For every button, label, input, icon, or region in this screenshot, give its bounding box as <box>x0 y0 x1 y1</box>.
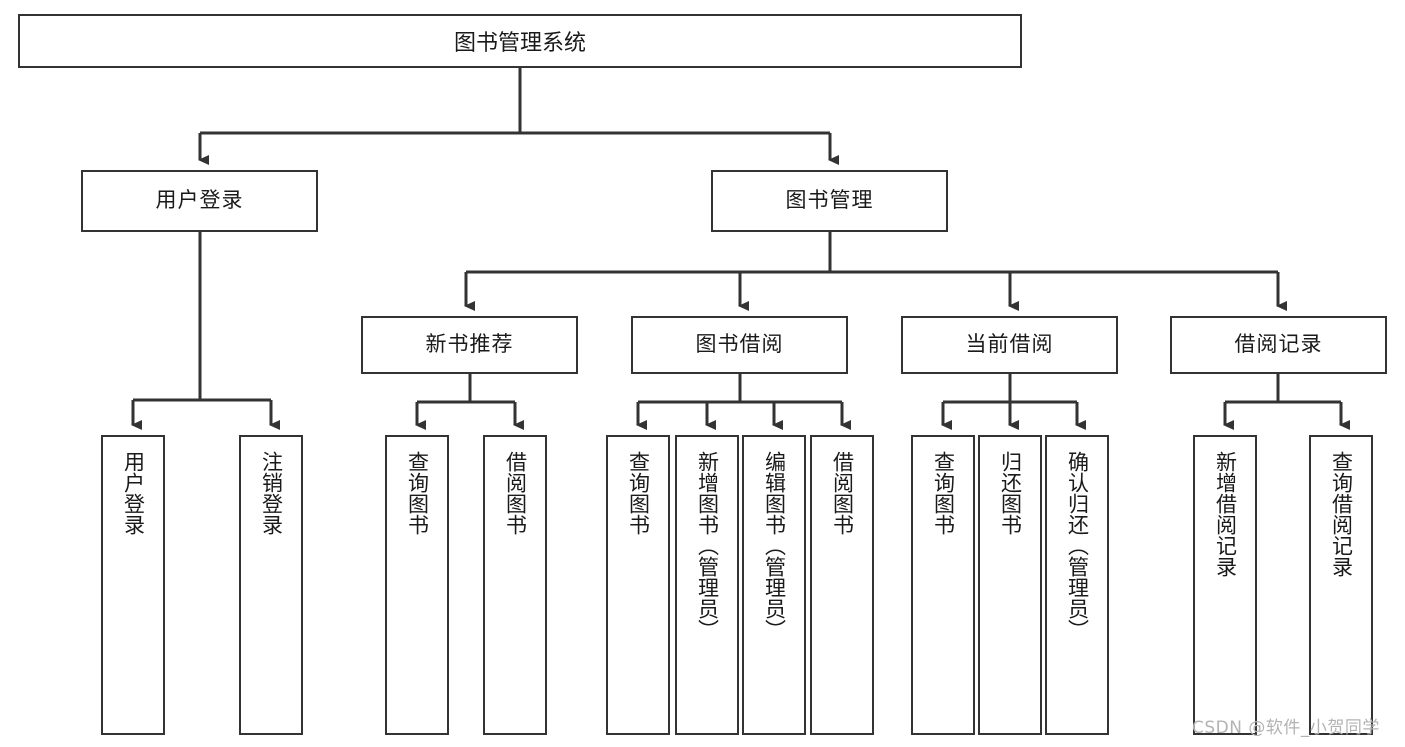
node-user-login[interactable]: 用户登录 <box>81 170 318 232</box>
node-label: 借阅记录 <box>1234 332 1323 357</box>
leaf-query-book-recommend[interactable]: 查询图书 <box>385 435 449 735</box>
node-new-book-recommend[interactable]: 新书推荐 <box>361 316 578 374</box>
csdn-watermark: CSDN @软件_小贺同学 <box>1192 718 1380 738</box>
leaf-return-book[interactable]: 归还图书 <box>978 435 1042 735</box>
leaf-borrow-book[interactable]: 借阅图书 <box>810 435 874 735</box>
node-root-system[interactable]: 图书管理系统 <box>18 14 1022 68</box>
leaf-query-book-borrow[interactable]: 查询图书 <box>606 435 670 735</box>
leaf-add-book-admin[interactable]: 新增图书（管理员） <box>675 435 739 735</box>
leaf-edit-book-admin[interactable]: 编辑图书（管理员） <box>742 435 806 735</box>
leaf-logout[interactable]: 注销登录 <box>239 435 303 735</box>
node-label: 新增借阅记录 <box>1213 451 1238 577</box>
node-label: 编辑图书（管理员） <box>762 451 787 640</box>
node-label: 查询图书 <box>405 451 430 535</box>
node-book-borrow[interactable]: 图书借阅 <box>631 316 848 374</box>
leaf-borrow-book-recommend[interactable]: 借阅图书 <box>483 435 547 735</box>
node-label: 归还图书 <box>998 451 1023 535</box>
node-label: 查询图书 <box>626 451 651 535</box>
leaf-add-borrow-record[interactable]: 新增借阅记录 <box>1193 435 1257 735</box>
node-label: 用户登录 <box>155 188 244 213</box>
node-label: 当前借阅 <box>965 332 1054 357</box>
leaf-query-book-current[interactable]: 查询图书 <box>911 435 975 735</box>
node-label: 新增图书（管理员） <box>695 451 720 640</box>
node-label: 借阅图书 <box>830 451 855 535</box>
leaf-user-login[interactable]: 用户登录 <box>101 435 165 735</box>
node-label: 图书管理 <box>785 188 874 213</box>
leaf-query-borrow-record[interactable]: 查询借阅记录 <box>1309 435 1373 735</box>
node-label: 查询图书 <box>931 451 956 535</box>
node-label: 查询借阅记录 <box>1329 451 1354 577</box>
node-label: 图书借阅 <box>695 332 784 357</box>
node-book-management[interactable]: 图书管理 <box>711 170 948 232</box>
node-label: 借阅图书 <box>503 451 528 535</box>
node-label: 注销登录 <box>259 451 284 535</box>
node-label: 用户登录 <box>121 451 146 535</box>
node-label: 图书管理系统 <box>453 31 586 56</box>
leaf-confirm-return-admin[interactable]: 确认归还（管理员） <box>1045 435 1109 735</box>
node-current-borrow[interactable]: 当前借阅 <box>901 316 1118 374</box>
node-label: 新书推荐 <box>425 332 514 357</box>
node-label: 确认归还（管理员） <box>1065 451 1090 640</box>
node-borrow-record[interactable]: 借阅记录 <box>1170 316 1387 374</box>
